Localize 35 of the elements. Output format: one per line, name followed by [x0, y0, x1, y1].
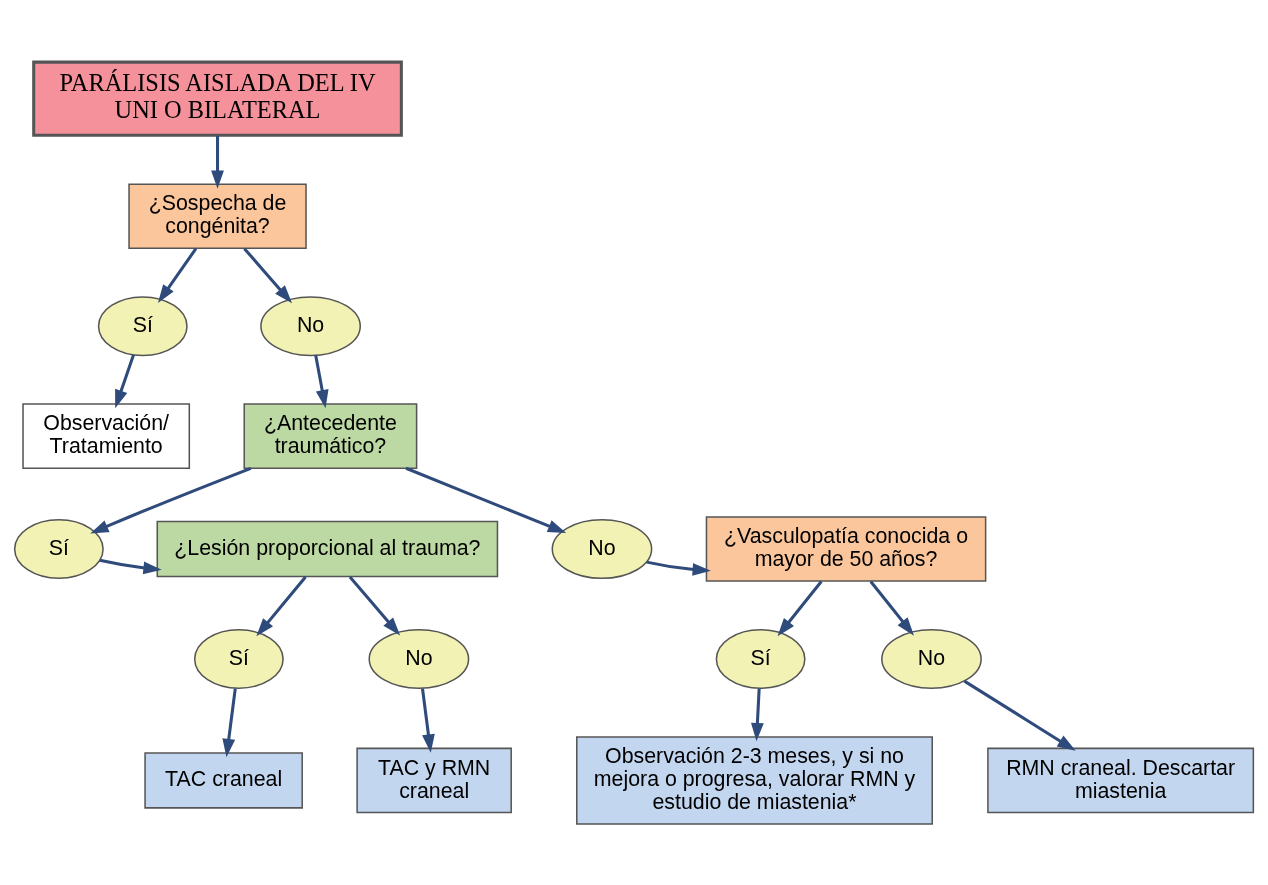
arrow — [421, 687, 435, 753]
arrow — [243, 247, 293, 303]
node-box: ¿Antecedente traumático? — [243, 402, 418, 469]
node-ellipse: No — [881, 628, 982, 689]
arrow — [222, 687, 237, 757]
arrow — [157, 247, 198, 303]
node-ellipse: Sí — [97, 295, 188, 356]
arrow — [99, 558, 162, 574]
node-box: TAC y RMN craneal — [356, 747, 512, 813]
arrow — [256, 575, 307, 636]
node-ellipse: Sí — [715, 628, 806, 689]
node-box: Observación 2-3 meses, y si no mejora o progresa, valorar RMN y estudio de miastenia* — [576, 735, 933, 825]
arrow — [405, 466, 567, 533]
arrow — [777, 580, 823, 636]
node-box: ¿Vasculopatía conocida o mayor de 50 años? — [705, 515, 987, 582]
node-ellipse: Sí — [193, 628, 284, 689]
arrow — [90, 466, 252, 534]
node-box: TAC craneal — [144, 751, 303, 809]
node-box: RMN craneal. Descartar miastenia — [987, 747, 1255, 813]
node-ellipse: No — [551, 518, 653, 579]
arrow — [348, 575, 401, 636]
arrow — [963, 679, 1076, 751]
node-ellipse: No — [260, 295, 361, 356]
node-box: PARÁLISIS AISLADA DEL IV UNI O BILATERAL — [32, 60, 403, 137]
node-box: Observación/ Tratamiento — [22, 402, 191, 469]
arrow — [750, 688, 764, 741]
node-ellipse: No — [368, 628, 470, 689]
arrow — [115, 353, 135, 408]
node-ellipse: Sí — [13, 518, 104, 579]
arrow — [314, 354, 329, 408]
node-box: ¿Sospecha de congénita? — [128, 182, 307, 249]
arrow — [646, 560, 711, 576]
arrow — [211, 135, 224, 189]
arrow — [869, 580, 914, 636]
node-box: ¿Lesión proporcional al trauma? — [156, 520, 499, 577]
